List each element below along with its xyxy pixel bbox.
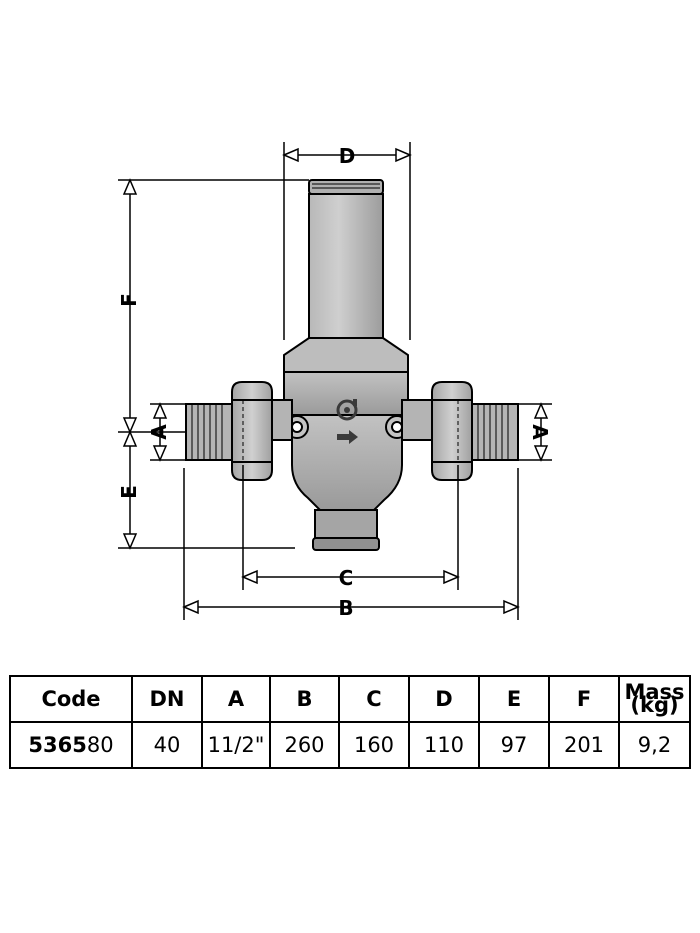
- valve-body: [269, 179, 433, 551]
- spec-table-wrap: Code DN A B C D E F Mass (kg) 536580 40 …: [9, 675, 691, 769]
- dim-label-a-left: A: [147, 424, 171, 440]
- header-mass-line2: (kg): [630, 693, 679, 717]
- header-b: B: [269, 675, 340, 723]
- cell-code: 536580: [9, 721, 133, 769]
- valve-dimension-drawing: D F E A A C B: [117, 142, 552, 620]
- cell-mass: 9,2: [618, 721, 691, 769]
- dim-label-e: E: [117, 485, 141, 499]
- header-d: D: [408, 675, 480, 723]
- cell-b: 260: [269, 721, 340, 769]
- cell-d: 110: [408, 721, 480, 769]
- cell-a: 11/2": [201, 721, 271, 769]
- dim-label-f: F: [117, 293, 141, 307]
- caleffi-logo-icon: [336, 399, 358, 421]
- table-row: 536580 40 11/2" 260 160 110 97 201 9,2: [9, 721, 691, 769]
- spec-table: Code DN A B C D E F Mass (kg) 536580 40 …: [9, 675, 691, 769]
- cell-code-rest: 80: [86, 733, 114, 757]
- header-mass-line1: Mass: [624, 680, 685, 704]
- header-c: C: [338, 675, 410, 723]
- flow-arrow-icon: [337, 430, 358, 444]
- table-header-row: Code DN A B C D E F Mass (kg): [9, 675, 691, 723]
- left-union: [185, 381, 273, 481]
- right-union: [431, 381, 519, 481]
- header-a: A: [201, 675, 271, 723]
- header-f: F: [548, 675, 620, 723]
- cell-c: 160: [338, 721, 410, 769]
- header-e: E: [478, 675, 550, 723]
- cell-dn: 40: [131, 721, 203, 769]
- cell-code-bold: 5365: [28, 733, 87, 757]
- dim-label-d: D: [339, 144, 356, 168]
- dim-label-a-right: A: [528, 424, 552, 440]
- cell-e: 97: [478, 721, 550, 769]
- dim-label-c: C: [339, 566, 354, 590]
- header-code: Code: [9, 675, 133, 723]
- cell-f: 201: [548, 721, 620, 769]
- header-mass: Mass (kg): [618, 675, 691, 723]
- dim-label-b: B: [338, 596, 353, 620]
- dimension-lines: [118, 142, 552, 620]
- header-dn: DN: [131, 675, 203, 723]
